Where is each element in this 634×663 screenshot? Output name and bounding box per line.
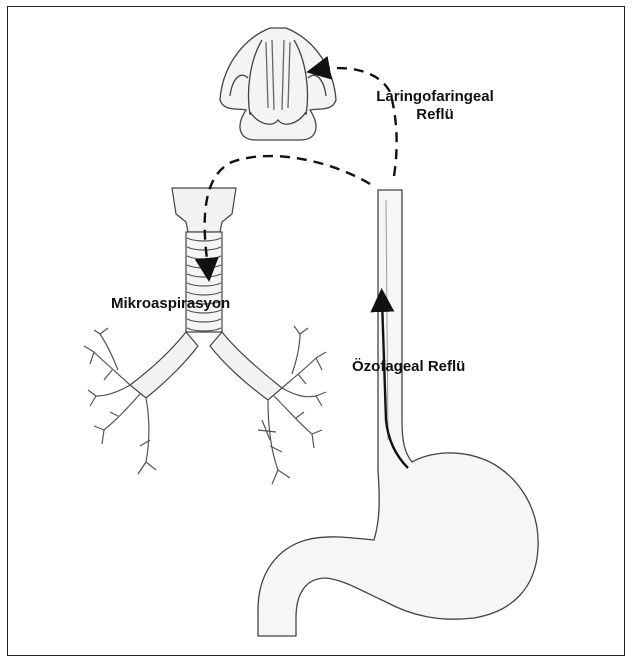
- laryngopharyngeal-label-line1: Laringofaringeal: [355, 88, 515, 106]
- esophagus-stomach-illustration: [258, 190, 538, 636]
- laryngopharyngeal-label-line2: Reflü: [355, 106, 515, 124]
- microaspiration-label: Mikroaspirasyon: [111, 295, 230, 313]
- larynx-illustration: [220, 28, 336, 140]
- esophageal-reflux-label: Özofageal Reflü: [352, 358, 465, 376]
- laryngopharyngeal-reflux-label: Laringofaringeal Reflü: [355, 88, 515, 124]
